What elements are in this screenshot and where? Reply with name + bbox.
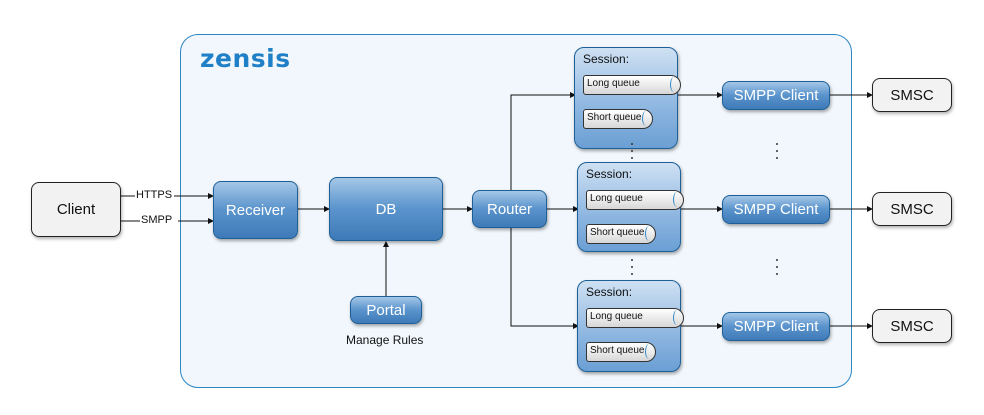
db-label: DB [375, 200, 397, 218]
long-queue: Long queue [586, 190, 684, 210]
ellipsis-vertical [630, 259, 634, 279]
ellipsis-vertical [775, 143, 779, 163]
ellipsis-vertical [775, 259, 779, 279]
session-box: Session: Long queue Short queue [577, 162, 684, 252]
short-queue: Short queue [586, 224, 656, 244]
smpp-label: SMPP [141, 214, 173, 226]
smsc-box: SMSC [872, 78, 952, 112]
smpp-client-label: SMPP Client [733, 201, 819, 218]
long-queue: Long queue [586, 308, 684, 328]
long-queue-label: Long queue [590, 311, 643, 322]
smpp-client-box: SMPP Client [722, 81, 830, 110]
smsc-label: SMSC [890, 200, 934, 218]
short-queue-label: Short queue [590, 345, 645, 356]
long-queue-label: Long queue [587, 78, 640, 89]
portal-box: Portal [350, 296, 422, 324]
https-label: HTTPS [136, 189, 173, 201]
smpp-client-box: SMPP Client [722, 312, 830, 341]
short-queue-label: Short queue [587, 112, 642, 123]
smpp-client-label: SMPP Client [733, 318, 819, 335]
client-label: Client [56, 201, 96, 218]
receiver-label: Receiver [225, 201, 286, 219]
long-queue: Long queue [583, 75, 681, 95]
smsc-box: SMSC [872, 309, 952, 343]
smsc-label: SMSC [890, 317, 934, 335]
session-title: Session: [586, 167, 633, 181]
session-title: Session: [583, 52, 630, 66]
session-title: Session: [586, 285, 633, 299]
smsc-box: SMSC [872, 192, 952, 226]
receiver-box: Receiver [213, 181, 298, 239]
portal-label: Portal [366, 301, 406, 319]
smpp-client-box: SMPP Client [722, 195, 830, 224]
router-box: Router [472, 190, 547, 228]
client-box: Client [31, 182, 121, 237]
short-queue: Short queue [586, 342, 656, 362]
long-queue-label: Long queue [590, 193, 643, 204]
session-box: Session: Long queue Short queue [577, 280, 684, 372]
ellipsis-vertical [630, 143, 634, 163]
router-label: Router [486, 200, 533, 218]
manage-rules-caption: Manage Rules [346, 333, 424, 347]
session-box: Session: Long queue Short queue [574, 47, 681, 149]
smpp-client-label: SMPP Client [733, 87, 819, 104]
short-queue: Short queue [583, 109, 653, 129]
db-box: DB [329, 177, 443, 241]
short-queue-label: Short queue [590, 227, 645, 238]
zensis-logo: zensis [200, 44, 291, 73]
smsc-label: SMSC [890, 86, 934, 104]
